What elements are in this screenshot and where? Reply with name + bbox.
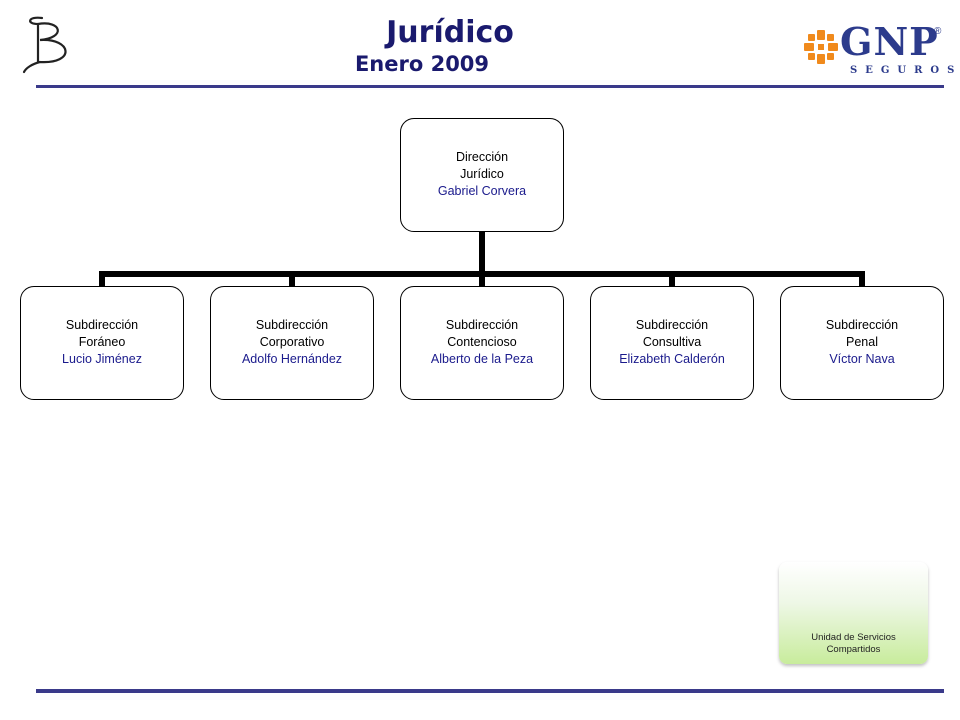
page-title: Jurídico [386, 15, 514, 50]
page-subtitle: Enero 2009 [354, 52, 490, 76]
top-divider [36, 85, 944, 88]
node-person: Víctor Nava [829, 352, 895, 366]
node-title: Subdirección [445, 318, 519, 332]
node-area: Corporativo [259, 335, 325, 349]
node-title: Dirección [455, 150, 509, 164]
org-node-foraneo: Subdirección Foráneo Lucio Jiménez [20, 286, 184, 400]
org-node-penal: Subdirección Penal Víctor Nava [780, 286, 944, 400]
node-area: Jurídico [460, 167, 504, 181]
org-node-consultiva: Subdirección Consultiva Elizabeth Calder… [590, 286, 754, 400]
node-area: Consultiva [642, 335, 702, 349]
org-node-corporativo: Subdirección Corporativo Adolfo Hernánde… [210, 286, 374, 400]
node-person: Adolfo Hernández [241, 352, 343, 366]
org-node-direccion: Dirección Jurídico Gabriel Corvera [400, 118, 564, 232]
node-title: Subdirección [255, 318, 329, 332]
node-area: Penal [846, 335, 878, 349]
node-person: Elizabeth Calderón [619, 352, 725, 366]
gnp-tagline: SEGUROS [850, 65, 960, 76]
node-person: Lucio Jiménez [62, 352, 142, 366]
badge-line-1: Unidad de Servicios [811, 632, 896, 643]
bottom-divider [36, 689, 944, 693]
gnp-wordmark: GNP [840, 19, 939, 64]
shared-services-badge: Unidad de Servicios Compartidos [779, 562, 928, 664]
node-person: Gabriel Corvera [437, 184, 527, 198]
node-person: Alberto de la Peza [430, 352, 534, 366]
org-node-contencioso: Subdirección Contencioso Alberto de la P… [400, 286, 564, 400]
node-area: Contencioso [447, 335, 517, 349]
badge-line-2: Compartidos [826, 644, 881, 655]
gnp-flower-icon [804, 30, 838, 64]
b-letter-logo [22, 16, 67, 74]
node-title: Subdirección [65, 318, 139, 332]
gnp-logo: GNP ® SEGUROS [804, 20, 954, 80]
registered-mark: ® [934, 26, 942, 37]
node-title: Subdirección [825, 318, 899, 332]
node-title: Subdirección [635, 318, 709, 332]
node-area: Foráneo [78, 335, 126, 349]
